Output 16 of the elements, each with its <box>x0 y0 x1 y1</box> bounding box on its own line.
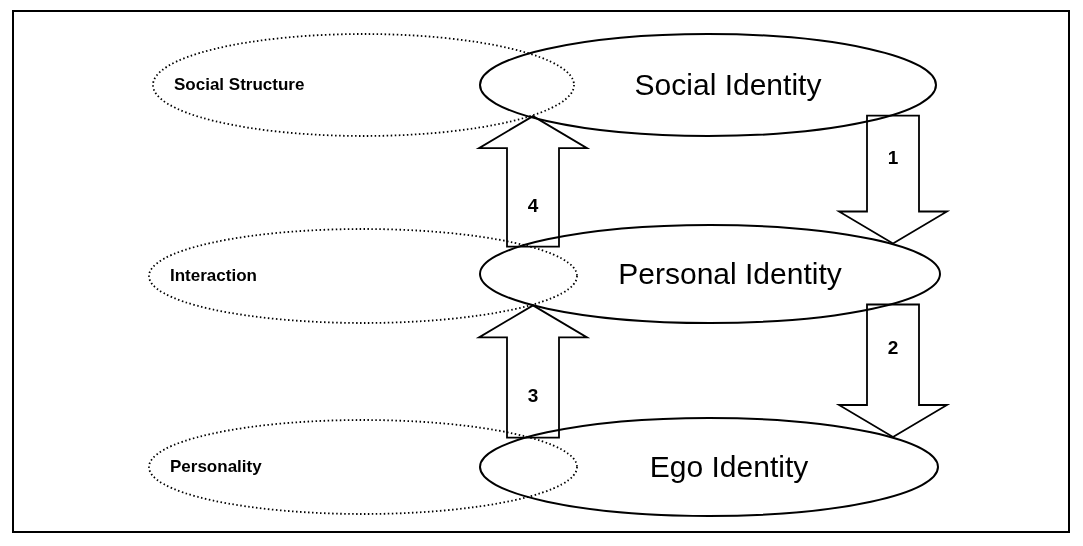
node-label: Personality <box>170 457 262 477</box>
dotted-ellipse <box>152 33 575 137</box>
ellipse <box>479 33 937 137</box>
block-arrow <box>475 304 591 439</box>
block-arrow <box>835 303 951 439</box>
dotted-ellipse <box>148 228 578 324</box>
node-label: Ego Identity <box>649 450 809 484</box>
block-arrow <box>475 115 591 248</box>
node-label: Interaction <box>170 266 257 286</box>
ellipse <box>479 417 939 517</box>
node-label: Personal Identity <box>618 257 842 291</box>
ellipse <box>479 224 941 324</box>
block-arrow <box>835 114 951 245</box>
node-label: Social Identity <box>634 68 822 102</box>
node-label: Social Structure <box>174 75 305 95</box>
dotted-ellipse <box>148 419 578 515</box>
